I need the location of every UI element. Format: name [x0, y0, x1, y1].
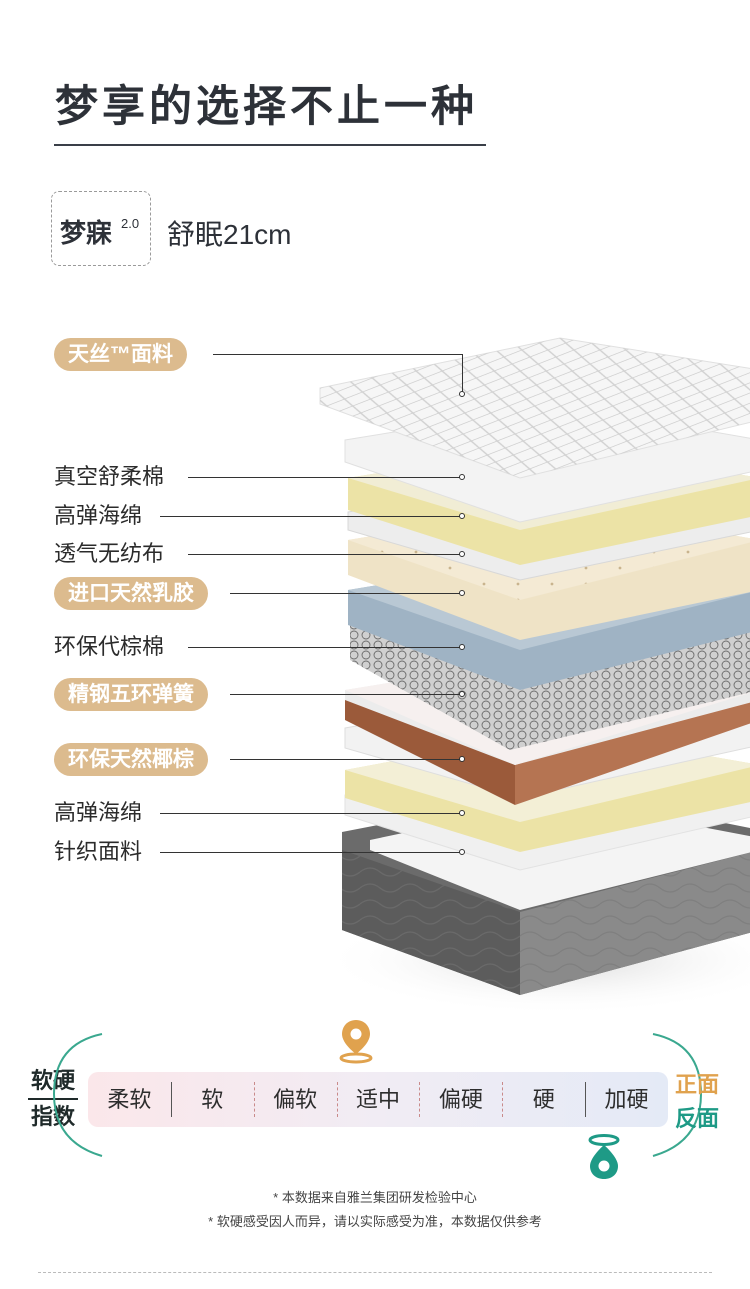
hardness-divider	[419, 1082, 421, 1117]
layer-label: 高弹海绵	[54, 800, 143, 825]
layer-leader-line	[213, 354, 462, 355]
model-name: 梦寐	[60, 218, 113, 248]
layer-leader-line	[160, 852, 462, 853]
layer-pointer-dot	[459, 756, 465, 762]
hardness-level: 柔软	[107, 1087, 152, 1112]
layer-leader-line	[188, 554, 462, 555]
layer-pointer-dot	[459, 849, 465, 855]
back-marker-pin-icon	[588, 1134, 620, 1179]
hardness-divider	[170, 1082, 172, 1117]
layer-pointer-dot	[459, 590, 465, 596]
layer-leader-line	[160, 516, 462, 517]
layer-leader-line	[160, 813, 462, 814]
front-marker-pin-icon	[339, 1020, 373, 1064]
layer-pointer-dot	[459, 551, 465, 557]
layer-label: 进口天然乳胶	[54, 577, 208, 610]
scale-arc-right	[652, 1033, 703, 1157]
layer-leader-line	[230, 593, 462, 594]
layer-pointer-dot	[459, 474, 465, 480]
hardness-scale-bar: 柔软 软 偏软 适中 偏硬 硬 加硬	[88, 1072, 668, 1127]
hardness-level: 加硬	[604, 1087, 649, 1112]
layer-leader-line	[230, 694, 462, 695]
layer-label: 针织面料	[54, 839, 143, 864]
hardness-divider	[585, 1082, 587, 1117]
hardness-divider	[336, 1082, 338, 1117]
page-title: 梦享的选择不止一种	[55, 83, 478, 131]
layer-pointer-dot	[459, 691, 465, 697]
layer-leader-line	[188, 477, 462, 478]
model-spec: 舒眠21cm	[167, 219, 292, 250]
layer-leader-line	[230, 759, 462, 760]
hardness-level: 偏硬	[438, 1087, 483, 1112]
note-disclaimer: * 软硬感受因人而异，请以实际感受为准，本数据仅供参考	[208, 1214, 542, 1229]
layer-label: 高弹海绵	[54, 503, 143, 528]
hardness-title-line2: 指数	[30, 1104, 75, 1129]
model-badge	[51, 191, 151, 266]
layer-label: 真空舒柔棉	[54, 464, 165, 489]
layer-leader-line	[462, 354, 463, 394]
hardness-divider	[253, 1082, 255, 1117]
hardness-level: 偏软	[273, 1087, 318, 1112]
layer-label: 环保代棕棉	[54, 634, 165, 659]
hardness-title-line1: 软硬	[30, 1068, 75, 1093]
front-side-label: 正面	[675, 1072, 720, 1097]
title-underline	[54, 144, 486, 146]
layer-label: 透气无纺布	[54, 541, 165, 566]
hardness-level: 软	[201, 1087, 224, 1112]
layer-leader-line	[188, 647, 462, 648]
layer-label: 精钢五环弹簧	[54, 678, 208, 711]
hardness-divider	[502, 1082, 504, 1117]
hardness-level: 适中	[355, 1087, 400, 1112]
layer-pointer-dot	[459, 644, 465, 650]
bottom-divider	[38, 1272, 712, 1273]
model-version: 2.0	[121, 216, 140, 231]
layer-label: 环保天然椰棕	[54, 743, 208, 776]
scale-arc-left	[52, 1033, 103, 1157]
layer-pointer-dot	[459, 391, 465, 397]
hardness-title-divider	[28, 1098, 78, 1100]
back-side-label: 反面	[675, 1106, 720, 1131]
hardness-index-title: 软硬 指数	[28, 1066, 78, 1132]
layer-label: 天丝™面料	[54, 338, 187, 371]
layer-pointer-dot	[459, 810, 465, 816]
hardness-level: 硬	[532, 1087, 555, 1112]
mattress-exploded-illustration	[319, 337, 750, 1015]
layer-pointer-dot	[459, 513, 465, 519]
note-source: * 本数据来自雅兰集团研发检验中心	[273, 1190, 477, 1205]
